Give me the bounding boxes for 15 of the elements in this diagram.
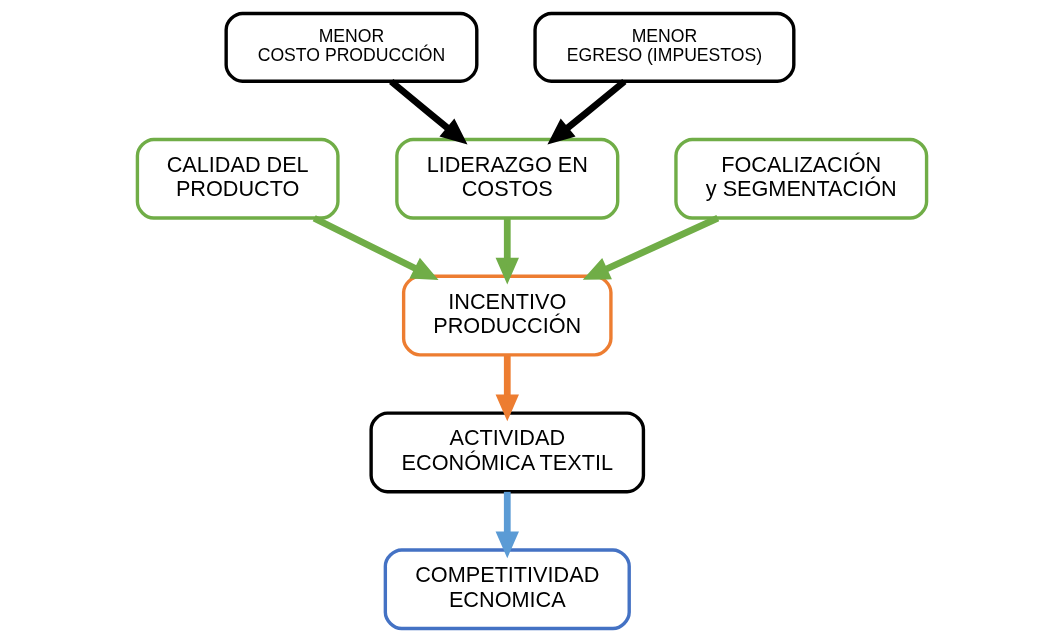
arrow <box>495 218 519 285</box>
arrow <box>495 491 519 559</box>
node-box: ACTIVIDAD ECONÓMICA TEXTIL <box>368 411 645 494</box>
arrow <box>582 215 719 280</box>
node-box: LIDERAZGO EN COSTOS <box>394 137 619 220</box>
node-box: FOCALIZACIÓN y SEGMENTACIÓN <box>673 137 928 220</box>
arrow <box>312 215 439 281</box>
arrow <box>546 78 626 145</box>
arrow <box>495 355 519 422</box>
node-box: MENOR COSTO PRODUCCIÓN <box>223 11 478 83</box>
node-box: MENOR EGRESO (IMPUESTOS) <box>532 11 795 83</box>
arrow <box>388 78 467 145</box>
node-box: CALIDAD DEL PRODUCTO <box>135 137 340 220</box>
node-box: INCENTIVO PRODUCCIÓN <box>401 274 613 357</box>
node-box: COMPETITIVIDAD ECNOMICA <box>383 548 631 631</box>
